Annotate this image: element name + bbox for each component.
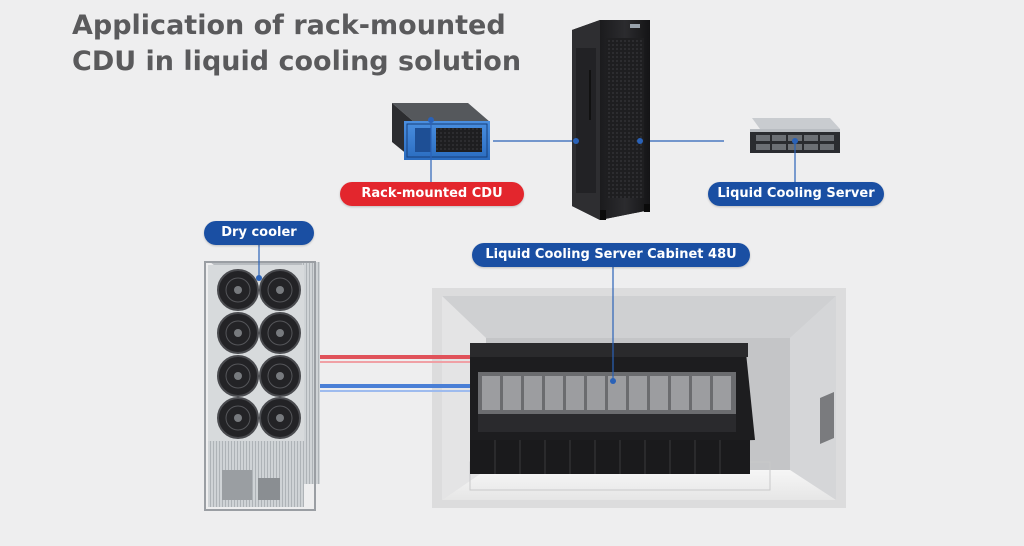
label-rack-mounted-cdu: Rack-mounted CDU bbox=[340, 182, 524, 206]
fan-grid bbox=[217, 269, 301, 439]
rack-mounted-cdu bbox=[392, 103, 490, 160]
liquid-cooling-server bbox=[750, 118, 840, 153]
cabinet-row bbox=[470, 343, 755, 474]
title-line-2: CDU in liquid cooling solution bbox=[72, 46, 522, 77]
cooling-pipes bbox=[318, 355, 478, 392]
label-liquid-cooling-server: Liquid Cooling Server bbox=[708, 182, 884, 206]
room-door bbox=[820, 392, 834, 444]
label-dry-cooler: Dry cooler bbox=[204, 221, 314, 245]
server-cabinet-48u bbox=[572, 20, 650, 220]
page-title: Application of rack-mounted CDU in liqui… bbox=[72, 8, 521, 80]
dry-cooler bbox=[204, 261, 320, 511]
label-cabinet-48u: Liquid Cooling Server Cabinet 48U bbox=[472, 243, 750, 267]
title-line-1: Application of rack-mounted bbox=[72, 10, 506, 41]
